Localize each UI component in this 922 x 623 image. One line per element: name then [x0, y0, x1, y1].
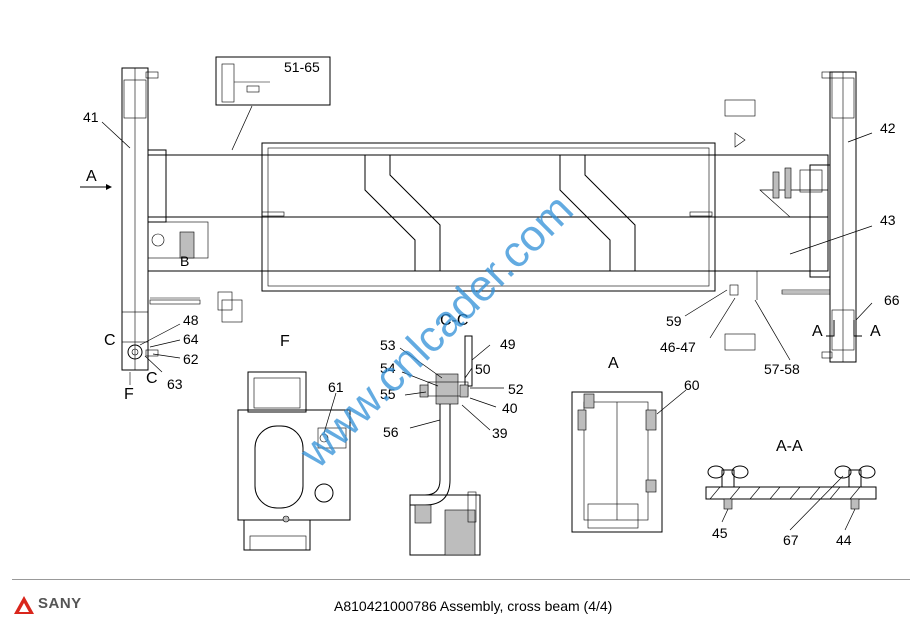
callout-42: 42: [880, 120, 896, 136]
callout-60: 60: [684, 377, 700, 393]
view-label-a: A: [608, 355, 619, 372]
callout-56: 56: [383, 424, 399, 440]
callout-46-47: 46-47: [660, 339, 696, 355]
callout-59: 59: [666, 313, 682, 329]
callouts: 41 42 43 44 45 46-47 48 49 50 51-65 52 5…: [83, 59, 900, 548]
callout-63: 63: [167, 376, 183, 392]
view-a: [571, 391, 663, 533]
brand-name: SANY: [38, 595, 82, 612]
callout-62: 62: [183, 351, 199, 367]
section-label-a-a: A-A: [776, 438, 803, 455]
callout-54: 54: [380, 360, 396, 376]
sany-logo-icon: [14, 596, 34, 614]
view-label-a-right-2: A: [870, 323, 881, 340]
callout-48: 48: [183, 312, 199, 328]
view-labels: A A A C C F F C-C A A-A B: [86, 168, 881, 455]
view-label-c-top: C: [104, 332, 116, 349]
view-label-b: B: [180, 253, 189, 269]
view-label-a-left: A: [86, 168, 97, 185]
callout-43: 43: [880, 212, 896, 228]
callout-57-58: 57-58: [764, 361, 800, 377]
callout-67: 67: [783, 532, 799, 548]
detail-f: [237, 371, 351, 551]
callout-44: 44: [836, 532, 852, 548]
callout-40: 40: [502, 400, 518, 416]
watermark-text: www.cnlcader.com: [290, 185, 583, 478]
view-label-f-left: F: [124, 386, 134, 403]
view-label-a-right-1: A: [812, 323, 823, 340]
left-end-beam: [121, 67, 243, 385]
view-label-c-bottom: C: [146, 370, 158, 387]
section-label-c-c: C-C: [440, 312, 468, 329]
callout-64: 64: [183, 331, 199, 347]
callout-51-65: 51-65: [284, 59, 320, 75]
callout-49: 49: [500, 336, 516, 352]
right-end-beam: [724, 71, 857, 363]
cross-beam: [147, 142, 829, 292]
detail-inset-51-65: [215, 56, 331, 151]
callout-55: 55: [380, 386, 396, 402]
section-c-c: [409, 335, 481, 556]
callout-50: 50: [475, 361, 491, 377]
footer-divider: [12, 579, 910, 580]
callout-61: 61: [328, 379, 344, 395]
leader-lines: [80, 121, 873, 531]
drawing-caption: A810421000786 Assembly, cross beam (4/4): [334, 598, 613, 614]
section-a-a: [705, 465, 877, 510]
callout-53: 53: [380, 337, 396, 353]
callout-52: 52: [508, 381, 524, 397]
callout-41: 41: [83, 109, 99, 125]
callout-66: 66: [884, 292, 900, 308]
callout-39: 39: [492, 425, 508, 441]
callout-45: 45: [712, 525, 728, 541]
assembly-drawing: 41 42 43 44 45 46-47 48 49 50 51-65 52 5…: [80, 56, 900, 556]
view-label-f-detail: F: [280, 333, 290, 350]
